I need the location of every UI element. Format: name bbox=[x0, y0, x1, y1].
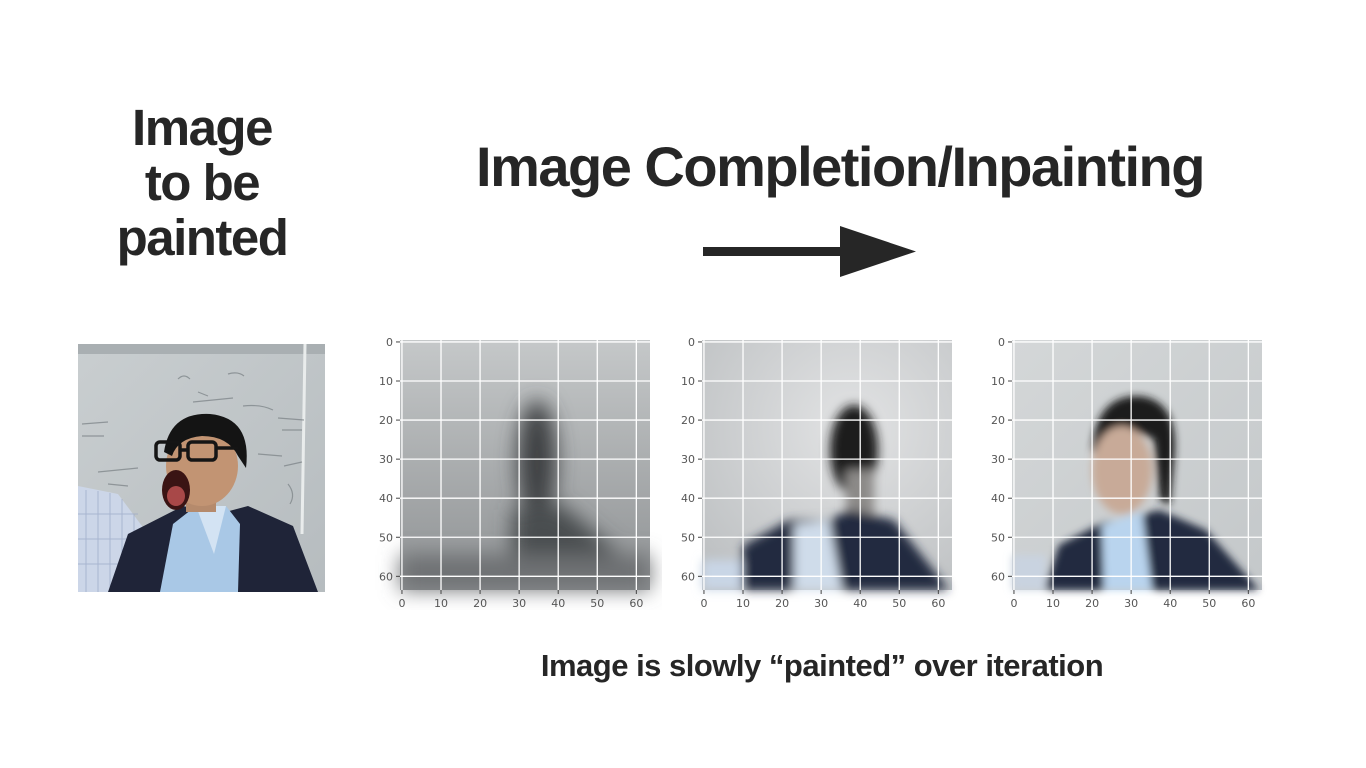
y-axis-ticks: 0 10 20 30 40 50 60 bbox=[991, 336, 1012, 583]
image-plot-area bbox=[400, 340, 650, 590]
y-tick-label: 30 bbox=[991, 453, 1005, 466]
x-tick-label: 20 bbox=[473, 597, 487, 610]
y-tick-label: 60 bbox=[991, 570, 1005, 583]
left-title: Image to be painted bbox=[86, 100, 318, 265]
right-arrow-icon bbox=[703, 226, 916, 277]
x-tick-label: 30 bbox=[512, 597, 526, 610]
x-axis-ticks: 0 10 20 30 40 50 60 bbox=[700, 590, 945, 610]
y-tick-label: 20 bbox=[681, 414, 695, 427]
x-axis-ticks: 0 10 20 30 40 50 60 bbox=[398, 590, 643, 610]
iteration-plot-3: 0 10 20 30 40 50 60 0 10 20 30 40 50 60 bbox=[991, 336, 1262, 610]
x-tick-label: 40 bbox=[551, 597, 565, 610]
x-tick-label: 40 bbox=[1163, 597, 1177, 610]
left-title-line: Image bbox=[132, 99, 273, 156]
x-tick-label: 20 bbox=[1085, 597, 1099, 610]
x-tick-label: 60 bbox=[1241, 597, 1255, 610]
y-tick-label: 30 bbox=[379, 453, 393, 466]
grid-lines-x bbox=[1013, 340, 1249, 590]
iteration-plot-1: 0 10 20 30 40 50 60 0 10 20 30 40 50 60 bbox=[379, 336, 650, 610]
y-tick-label: 10 bbox=[991, 375, 1005, 388]
x-tick-label: 50 bbox=[892, 597, 906, 610]
x-tick-label: 50 bbox=[1202, 597, 1216, 610]
y-tick-label: 0 bbox=[998, 336, 1005, 349]
grid-lines-x bbox=[401, 340, 637, 590]
grid-lines-x bbox=[703, 340, 939, 590]
x-axis-ticks: 0 10 20 30 40 50 60 bbox=[1010, 590, 1255, 610]
main-title: Image Completion/Inpainting bbox=[476, 135, 1205, 198]
x-tick-label: 10 bbox=[434, 597, 448, 610]
image-plot-area bbox=[702, 340, 952, 590]
y-tick-label: 50 bbox=[991, 531, 1005, 544]
y-tick-label: 10 bbox=[379, 375, 393, 388]
iteration-plot-2: 0 10 20 30 40 50 60 0 10 20 30 40 50 60 bbox=[681, 336, 952, 610]
y-tick-label: 40 bbox=[379, 492, 393, 505]
source-photo bbox=[78, 344, 325, 592]
x-tick-label: 0 bbox=[700, 597, 707, 610]
y-tick-label: 0 bbox=[386, 336, 393, 349]
y-tick-label: 60 bbox=[379, 570, 393, 583]
x-tick-label: 0 bbox=[398, 597, 405, 610]
y-tick-label: 20 bbox=[379, 414, 393, 427]
left-title-line: to be bbox=[144, 154, 261, 211]
x-tick-label: 20 bbox=[775, 597, 789, 610]
y-tick-label: 50 bbox=[681, 531, 695, 544]
y-tick-label: 40 bbox=[991, 492, 1005, 505]
caption: Image is slowly “painted” over iteration bbox=[540, 648, 1104, 683]
y-tick-label: 20 bbox=[991, 414, 1005, 427]
grid-lines-y bbox=[1012, 341, 1262, 577]
y-axis-ticks: 0 10 20 30 40 50 60 bbox=[379, 336, 400, 583]
y-axis-ticks: 0 10 20 30 40 50 60 bbox=[681, 336, 702, 583]
y-tick-label: 30 bbox=[681, 453, 695, 466]
x-tick-label: 0 bbox=[1010, 597, 1017, 610]
grid-lines-y bbox=[702, 341, 952, 577]
x-tick-label: 40 bbox=[853, 597, 867, 610]
x-tick-label: 30 bbox=[814, 597, 828, 610]
y-tick-label: 60 bbox=[681, 570, 695, 583]
x-tick-label: 60 bbox=[931, 597, 945, 610]
image-plot-area bbox=[1012, 340, 1262, 590]
left-title-line: painted bbox=[116, 209, 289, 266]
y-tick-label: 40 bbox=[681, 492, 695, 505]
y-tick-label: 10 bbox=[681, 375, 695, 388]
x-tick-label: 10 bbox=[736, 597, 750, 610]
y-tick-label: 0 bbox=[688, 336, 695, 349]
x-tick-label: 50 bbox=[590, 597, 604, 610]
grid-lines-y bbox=[400, 341, 650, 577]
x-tick-label: 10 bbox=[1046, 597, 1060, 610]
x-tick-label: 60 bbox=[629, 597, 643, 610]
y-tick-label: 50 bbox=[379, 531, 393, 544]
x-tick-label: 30 bbox=[1124, 597, 1138, 610]
